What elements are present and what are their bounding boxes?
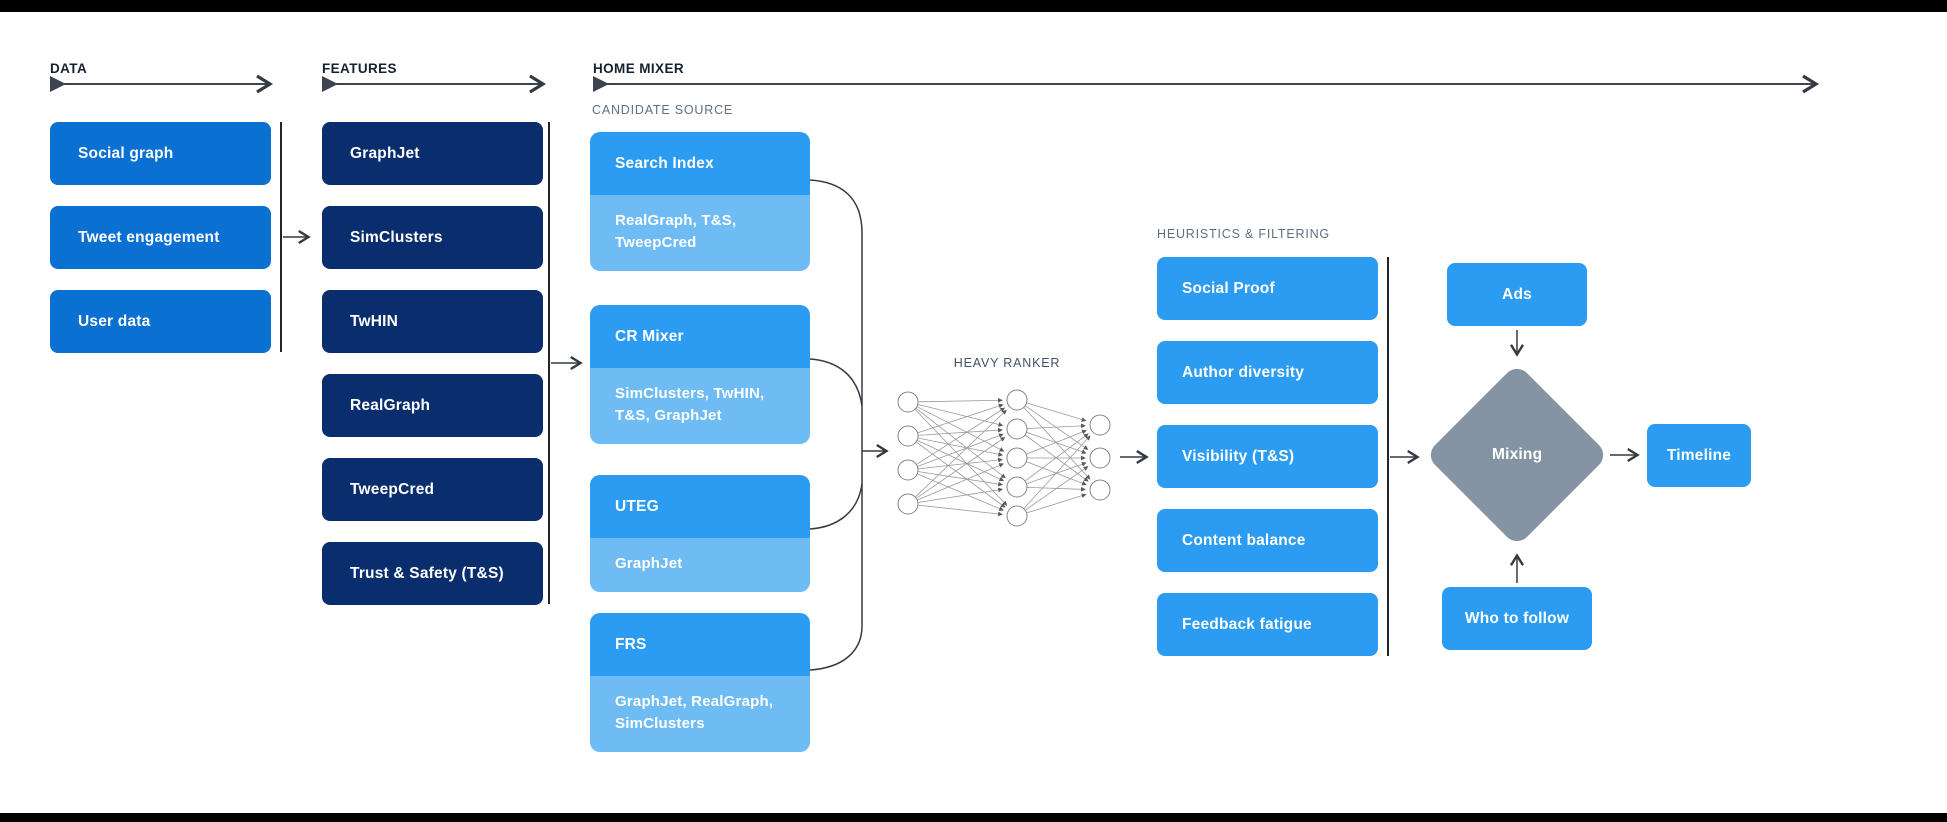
candidate-sources: GraphJet, RealGraph, SimClusters <box>590 676 810 752</box>
curve-search-index <box>809 179 863 234</box>
candidate-group-uteg: UTEG GraphJet <box>590 475 810 592</box>
curve-uteg <box>809 483 863 530</box>
section-label-data: DATA <box>50 61 88 76</box>
section-label-features: FEATURES <box>322 61 397 76</box>
who-to-follow-box: Who to follow <box>1442 587 1592 650</box>
data-box-tweet-engagement: Tweet engagement <box>50 206 271 269</box>
heuristic-box-content-balance: Content balance <box>1157 509 1378 572</box>
candidate-title: Search Index <box>590 132 810 195</box>
timeline-label: Timeline <box>1666 446 1732 464</box>
candidate-sources: SimClusters, TwHIN, T&S, GraphJet <box>590 368 810 444</box>
feature-box-label: Trust & Safety (T&S) <box>350 564 504 582</box>
ads-label: Ads <box>1502 285 1532 303</box>
heuristic-box-label: Content balance <box>1182 531 1306 549</box>
feature-box-tweepcred: TweepCred <box>322 458 543 521</box>
data-box-social-graph: Social graph <box>50 122 271 185</box>
candidate-title: FRS <box>590 613 810 676</box>
heuristics-label: HEURISTICS & FILTERING <box>1157 227 1330 241</box>
heavy-ranker-label: HEAVY RANKER <box>953 356 1061 370</box>
feature-box-label: RealGraph <box>350 396 431 414</box>
section-label-home-mixer: HOME MIXER <box>593 61 685 76</box>
candidate-sources: RealGraph, T&S, TweepCred <box>590 195 810 271</box>
heuristic-box-social-proof: Social Proof <box>1157 257 1378 320</box>
curve-cr-mixer <box>809 358 863 407</box>
heuristic-box-label: Social Proof <box>1182 279 1275 297</box>
heuristic-box-author-diversity: Author diversity <box>1157 341 1378 404</box>
neural-network <box>897 389 1111 527</box>
curve-frs <box>809 625 863 671</box>
candidate-group-cr-mixer: CR Mixer SimClusters, TwHIN, T&S, GraphJ… <box>590 305 810 444</box>
ads-box: Ads <box>1447 263 1587 326</box>
feature-box-trust-safety: Trust & Safety (T&S) <box>322 542 543 605</box>
candidate-sources: GraphJet <box>590 538 810 592</box>
data-box-label: Tweet engagement <box>78 228 220 246</box>
top-black-bar <box>0 0 1947 12</box>
candidate-title: CR Mixer <box>590 305 810 368</box>
bottom-black-bar <box>0 813 1947 822</box>
feature-box-label: GraphJet <box>350 144 420 162</box>
who-to-follow-label: Who to follow <box>1464 609 1570 627</box>
candidate-group-frs: FRS GraphJet, RealGraph, SimClusters <box>590 613 810 752</box>
mixing-label: Mixing <box>1491 446 1543 463</box>
heuristic-box-label: Author diversity <box>1182 363 1305 381</box>
feature-box-simclusters: SimClusters <box>322 206 543 269</box>
timeline-box: Timeline <box>1647 424 1751 487</box>
data-box-user-data: User data <box>50 290 271 353</box>
feature-box-label: TwHIN <box>350 312 399 330</box>
heuristic-box-label: Feedback fatigue <box>1182 615 1312 633</box>
mixing-diamond: Mixing <box>1425 363 1609 547</box>
candidate-title: UTEG <box>590 475 810 538</box>
data-box-label: Social graph <box>78 144 174 162</box>
feature-box-twhin: TwHIN <box>322 290 543 353</box>
heuristic-box-label: Visibility (T&S) <box>1182 447 1295 465</box>
heuristic-box-feedback-fatigue: Feedback fatigue <box>1157 593 1378 656</box>
feature-box-label: TweepCred <box>350 480 435 498</box>
data-box-label: User data <box>78 312 151 330</box>
heuristic-box-visibility: Visibility (T&S) <box>1157 425 1378 488</box>
feature-box-label: SimClusters <box>350 228 443 246</box>
feature-box-realgraph: RealGraph <box>322 374 543 437</box>
candidate-source-label: CANDIDATE SOURCE <box>592 103 734 117</box>
feature-box-graphjet: GraphJet <box>322 122 543 185</box>
candidate-group-search-index: Search Index RealGraph, T&S, TweepCred <box>590 132 810 271</box>
